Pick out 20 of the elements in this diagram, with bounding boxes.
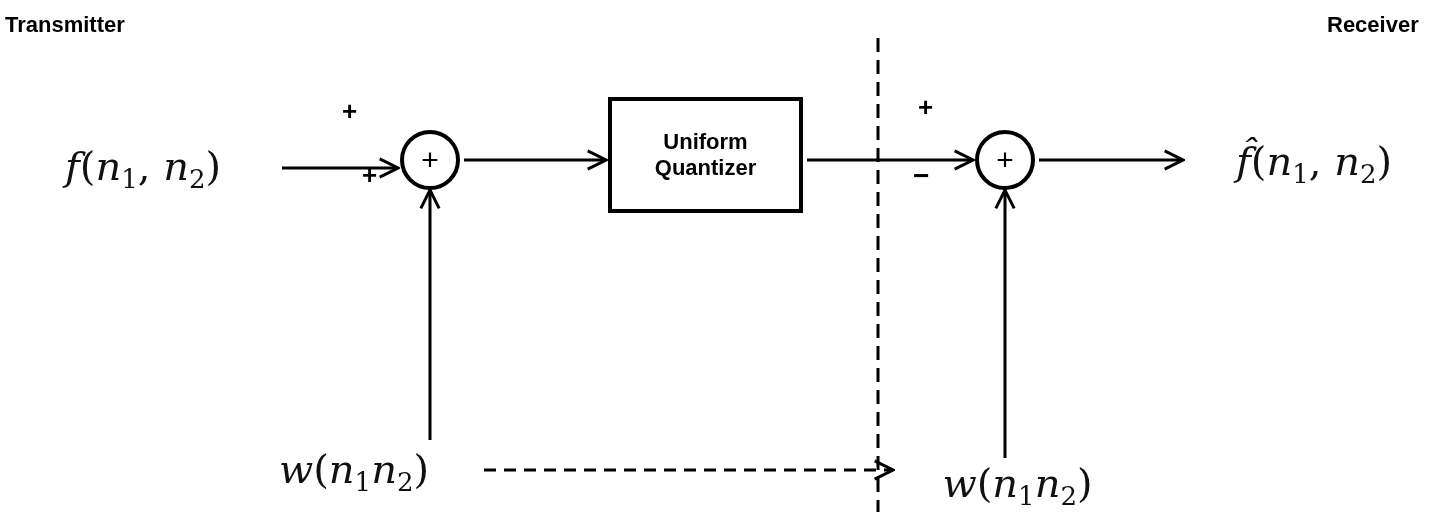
summing-junction: + <box>975 130 1035 190</box>
arrow <box>994 188 1016 458</box>
math-expression: f̂(n$_{1}$, n$_{2}$) <box>1185 128 1443 198</box>
arrow <box>807 149 975 171</box>
arrow <box>419 188 441 440</box>
math-expression: w(n$_{1}$n$_{2}$) <box>895 458 1140 512</box>
sign-label: − <box>913 160 930 192</box>
summing-junction: + <box>400 130 460 190</box>
arrow <box>282 157 400 179</box>
sign-label: + <box>918 92 934 123</box>
section-title: Receiver <box>1327 12 1419 38</box>
section-title: Transmitter <box>5 12 125 38</box>
sign-label: + <box>362 160 378 191</box>
math-expression: w(n$_{1}$n$_{2}$) <box>228 440 480 502</box>
sign-label: + <box>342 96 358 127</box>
math-expression: f(n$_{1}$, n$_{2}$) <box>8 135 278 201</box>
arrow <box>1039 149 1185 171</box>
dashed-arrow <box>484 459 895 481</box>
process-box: Uniform Quantizer <box>608 97 803 213</box>
arrow <box>464 149 608 171</box>
